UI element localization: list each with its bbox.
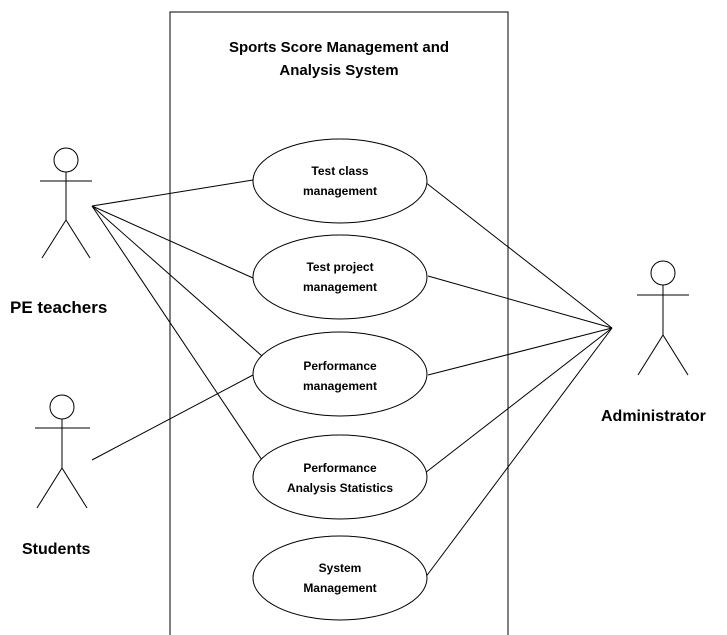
actor-administrator-figure xyxy=(637,260,689,376)
actor-pe-teachers-figure xyxy=(40,147,92,259)
system-title-line1: Sports Score Management and xyxy=(228,39,450,56)
use-case-performance-management-line2: management xyxy=(302,379,378,393)
assoc-admin-test-class xyxy=(424,181,613,329)
assoc-pe-performance-management xyxy=(91,205,263,357)
system-title-line2: Analysis System xyxy=(279,62,399,79)
assoc-admin-performance-analysis xyxy=(424,327,613,474)
use-case-system-management-line1: System xyxy=(318,561,362,575)
assoc-admin-test-project xyxy=(427,275,613,329)
assoc-admin-performance-management xyxy=(427,327,613,376)
pe-teacher-associations xyxy=(91,179,263,461)
use-case-test-class: Test class management xyxy=(270,161,410,201)
assoc-pe-test-project xyxy=(91,205,254,279)
actor-students-figure xyxy=(35,394,90,509)
use-case-performance-analysis-line1: Performance xyxy=(303,461,377,475)
use-case-system-management-line2: Management xyxy=(303,581,377,595)
assoc-admin-system-management xyxy=(424,327,613,579)
actor-students-label: Students xyxy=(22,541,91,558)
use-case-performance-management: Performance management xyxy=(270,356,410,396)
use-case-test-project: Test project management xyxy=(270,257,410,297)
use-case-test-project-line1: Test project xyxy=(306,260,374,274)
assoc-pe-test-class xyxy=(91,179,254,207)
admin-associations xyxy=(424,181,613,579)
use-case-system-management-ellipse xyxy=(252,535,428,621)
use-case-performance-analysis: Performance Analysis Statistics xyxy=(270,458,410,498)
use-case-system-management: System Management xyxy=(270,558,410,598)
use-case-test-class-line2: management xyxy=(302,184,378,198)
assoc-pe-performance-analysis xyxy=(91,205,263,461)
use-case-performance-management-ellipse xyxy=(252,331,428,417)
use-case-test-class-line1: Test class xyxy=(311,164,369,178)
use-case-test-project-line2: management xyxy=(302,280,378,294)
use-case-performance-management-line1: Performance xyxy=(303,359,377,373)
use-case-performance-analysis-ellipse xyxy=(252,434,428,520)
system-title: Sports Score Management and Analysis Sys… xyxy=(170,36,508,82)
assoc-students-performance-management xyxy=(91,374,254,461)
use-case-test-class-ellipse xyxy=(252,138,428,224)
actor-administrator-label: Administrator xyxy=(601,408,706,425)
actor-pe-teachers-label: PE teachers xyxy=(10,298,108,317)
system-boundary xyxy=(169,11,509,635)
use-case-performance-analysis-line2: Analysis Statistics xyxy=(286,481,394,495)
use-case-test-project-ellipse xyxy=(252,234,428,320)
